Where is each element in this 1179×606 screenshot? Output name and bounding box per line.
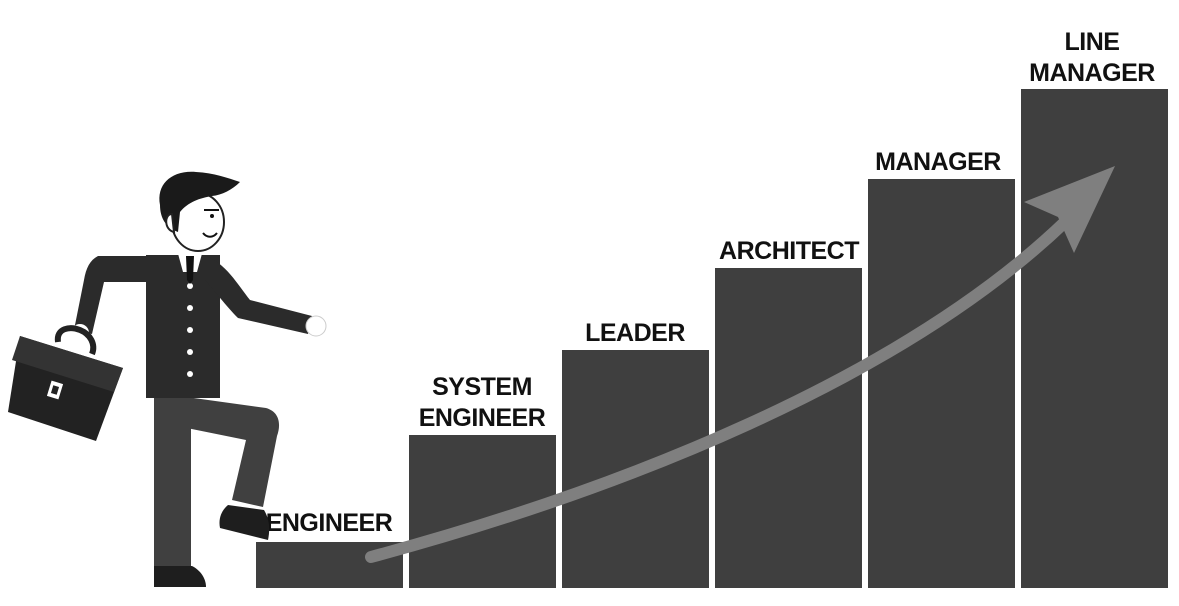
- briefcase-lid: [12, 336, 123, 392]
- step-label-architect: ARCHITECT: [719, 237, 859, 265]
- step-label-line-manager-line1: LINE: [1065, 28, 1120, 56]
- hair: [159, 171, 240, 232]
- steps-group: [256, 89, 1168, 588]
- step-labels: ENGINEER SYSTEM ENGINEER LEADER ARCHITEC…: [266, 28, 1156, 537]
- step-label-engineer: ENGINEER: [266, 509, 393, 537]
- back-arm: [74, 256, 146, 334]
- step-label-system-engineer-line2: ENGINEER: [419, 404, 546, 432]
- forward-hand: [305, 315, 327, 337]
- step-label-line-manager-line2: MANAGER: [1029, 59, 1155, 87]
- step-label-system-engineer-line1: SYSTEM: [432, 373, 532, 401]
- front-shoe: [219, 505, 270, 540]
- jacket-buttons: [187, 283, 193, 377]
- tie: [186, 256, 194, 284]
- briefcase-icon: [8, 325, 123, 441]
- smile: [202, 232, 218, 238]
- step-label-leader: LEADER: [585, 319, 685, 347]
- step-line-manager: [1021, 89, 1168, 588]
- growth-arrow-icon: [365, 166, 1115, 563]
- back-shoe: [154, 566, 206, 587]
- front-leg: [172, 395, 280, 507]
- forward-arm: [205, 256, 312, 334]
- ear: [165, 212, 176, 234]
- briefcase-handle: [54, 325, 97, 356]
- eye: [210, 214, 214, 218]
- step-label-manager: MANAGER: [875, 148, 1001, 176]
- growth-arrow-shaft: [365, 216, 1071, 563]
- growth-arrow-head: [1024, 166, 1115, 253]
- step-manager: [868, 179, 1015, 588]
- jacket: [146, 255, 220, 398]
- businessman-climbing-icon: [71, 171, 327, 587]
